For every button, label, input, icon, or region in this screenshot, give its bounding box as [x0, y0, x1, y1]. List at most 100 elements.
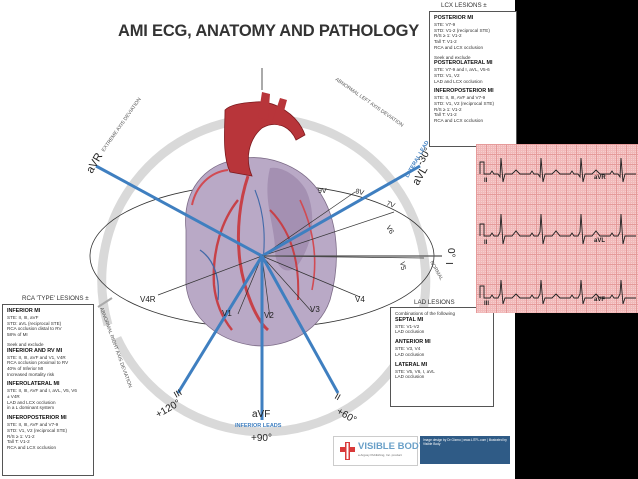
angle-zero-label: 0° — [445, 248, 456, 258]
ecg-label-avf: aVF — [594, 297, 606, 303]
box-line: RCA occlusion distal to RV — [7, 326, 62, 332]
lead-v9-label: 9V — [318, 188, 327, 195]
box-line: Tall T: V1-2 — [434, 112, 457, 118]
rca-heading: RCA 'TYPE' LESIONS ± — [22, 295, 89, 302]
lad-heading: LAD LESIONS — [414, 299, 455, 306]
lead-v7-label: 7V — [385, 200, 396, 210]
box-line: STE: V1-V2 — [395, 323, 420, 329]
ecg-trace-2 — [479, 213, 636, 245]
lead-v8-label: 8V — [354, 188, 364, 197]
heart-illustration — [185, 92, 337, 347]
lad-lesions-box: Combinations of the following SEPTAL MI … — [390, 307, 494, 407]
inferior-leads-label: INFERIOR LEADS — [235, 423, 282, 429]
box-line: 58% of MI — [7, 332, 28, 338]
section-title: INFEROPOSTERIOR MI — [7, 415, 67, 422]
lead-avf-label: aVF — [252, 409, 270, 420]
ecg-trace-1 — [479, 157, 636, 183]
credit-box: Image design by Dr Gizmo | www.LITFL.com… — [420, 436, 510, 464]
ecg-label-avr: aVR — [594, 175, 606, 181]
lead-v3-label: V3 — [310, 305, 320, 314]
box-line: STD: V1-2 (reciprocal STE) — [434, 27, 490, 33]
lead-v4-label: V4 — [355, 295, 365, 304]
axis-tick-left — [97, 297, 113, 308]
section-title: POSTERIOR MI — [434, 15, 474, 21]
section-title: INFEROLATERAL MI — [7, 381, 60, 388]
box-line: 40% of Inferior MI — [7, 365, 44, 371]
section-title: SEPTAL MI — [395, 316, 424, 323]
avr-lead-line — [95, 164, 263, 258]
box-line: RCA and LCX occlusion — [434, 44, 484, 50]
section-title: INFEROPOSTERIOR MI — [434, 88, 494, 95]
box-line: Increased mortality risk — [7, 371, 55, 377]
box-line: STE: II, III, aVF — [7, 315, 39, 320]
box-line: LAD and LCX occlusion — [434, 78, 483, 84]
box-line: STD: V1, V2 (reciprocal STE) — [7, 427, 67, 433]
box-line: STE: II, III, aVF and V1, V4R — [7, 354, 66, 360]
section-title: POSTEROLATERAL MI — [434, 60, 493, 67]
precordial-lines — [157, 191, 425, 319]
lead-v2-label: V2 — [264, 311, 274, 320]
box-line: in a L dominant system — [7, 405, 55, 411]
box-line: R/S ≥ 1: V1-2 — [7, 433, 35, 439]
lead-v6-label: V6 — [384, 225, 394, 236]
angle-plus90-label: +90° — [251, 433, 272, 444]
box-line: R/S ≥ 1: V1-2 — [434, 106, 462, 112]
section-title: INFERIOR MI — [7, 308, 41, 314]
lcx-lesions-box: POSTERIOR MI STE: V7-9 STD: V1-2 (recipr… — [429, 11, 517, 147]
box-line: RCA occlusion proximal to RV — [7, 360, 69, 366]
lead-v4r-label: V4R — [140, 295, 156, 304]
arc-label-extreme: EXTREME AXIS DEVIATION — [101, 96, 143, 153]
avl-lead-line — [261, 164, 421, 258]
box-line: STE: II, III, AVF and V7-9 — [7, 422, 59, 428]
hexaxial-diagram: EXTREME AXIS DEVIATION ABNORMAL LEFT AXI… — [84, 68, 456, 444]
ecg-row-lead-2: II — [484, 240, 488, 246]
ecg-strip: aVR aVL aVF II II III — [476, 144, 638, 313]
lead-ii-label: II — [333, 391, 342, 402]
box-line: STE: V3, V4 — [395, 346, 421, 352]
box-line: STE: II, III, AVF and V7-9 — [434, 95, 486, 101]
section-title: INFERIOR AND RV MI — [7, 347, 63, 354]
iii-lead-line — [176, 255, 264, 394]
box-line: LAD and LCX occlusion — [7, 399, 56, 405]
box-line: RCA and LCX occlusion — [7, 444, 57, 450]
box-line: Tall T: V1-2 — [434, 39, 457, 45]
lcx-heading: LCX LESIONS ± — [441, 2, 487, 9]
seek-exclude-line: Seek and exclude — [434, 54, 471, 60]
box-line: STD: aVL (reciprocal STE) — [7, 320, 62, 326]
cross-icon — [340, 442, 355, 460]
rca-lesions-box: INFERIOR MI STE: II, III, aVF STD: aVL (… — [2, 304, 94, 476]
ecg-trace-3 — [479, 279, 636, 305]
brand-tagline: a Argosy Publishing, Inc. product — [358, 453, 402, 457]
arc-label-right: ABNORMAL RIGHT AXIS DEVIATION — [98, 307, 133, 389]
visible-body-logo: VISIBLE BODY a Argosy Publishing, Inc. p… — [333, 436, 425, 466]
seek-exclude-line: Seek and exclude — [7, 341, 44, 347]
section-title: ANTERIOR MI — [395, 339, 431, 346]
poster: AMI ECG, ANATOMY AND PATHOLOGY — [0, 0, 517, 479]
brand-name: VISIBLE BODY — [358, 441, 426, 452]
lead-avr-label: aVR — [84, 151, 105, 176]
lead-i-label: I — [443, 262, 454, 265]
box-line: STD: V1, V2 (reciprocal STE) — [434, 101, 494, 107]
box-line: STD: V1, V2 — [434, 72, 460, 78]
ecg-traces — [479, 157, 636, 305]
lad-intro: Combinations of the following — [395, 311, 456, 316]
box-line: STE: V7-9 and I, aVL, V5-6 — [434, 67, 490, 73]
ecg-row-lead-3: III — [484, 301, 490, 307]
box-line: STE: V5, V6, I, aVL — [395, 368, 435, 374]
box-line: Tall T: V1-2 — [7, 439, 30, 445]
box-line: STE: V7-9 — [434, 22, 456, 27]
arc-label-left: ABNORMAL LEFT AXIS DEVIATION — [334, 77, 405, 129]
lead-v1-label: V1 — [222, 309, 232, 318]
ii-lead-line — [260, 255, 340, 394]
box-line: LAD occlusion — [395, 329, 425, 335]
ecg-label-avl: aVL — [594, 238, 606, 244]
box-line: ± V4R — [7, 394, 20, 400]
box-line: R/S ≥ 1: V1-2 — [434, 33, 462, 39]
lead-v5-label: V5 — [398, 261, 406, 271]
box-line: LAD occlusion — [395, 351, 425, 357]
box-line: STE: II, III, AVF and I, aVL, V5, V6 — [7, 388, 77, 394]
ecg-row-lead-1: II — [484, 178, 488, 184]
axis-ring-lower — [112, 336, 415, 437]
poster-title: AMI ECG, ANATOMY AND PATHOLOGY — [118, 22, 420, 40]
